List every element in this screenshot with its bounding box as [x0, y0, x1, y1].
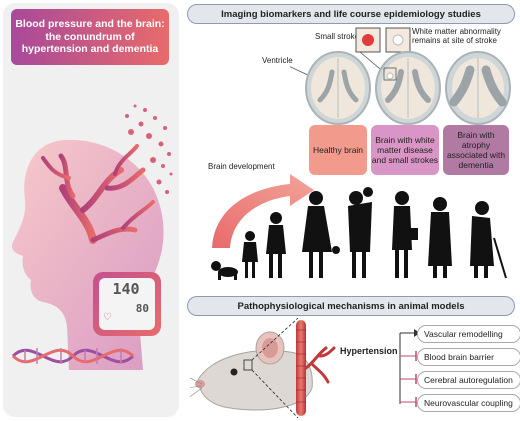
stage-white-matter-disease: Brain with white matter disease and smal… [371, 125, 439, 175]
brain-development-arrow [212, 174, 314, 248]
mechanism-cerebral-autoregulation: Cerebral autoregulation [417, 371, 520, 389]
brain-development-label: Brain development [208, 162, 275, 171]
atrophy-brain-scan [445, 51, 511, 125]
title-text: Blood pressure and the brain: the conund… [15, 18, 165, 56]
dna-helix-icon [11, 348, 135, 364]
brain-scans [290, 27, 511, 125]
life-course-silhouettes [211, 187, 507, 280]
brain-tree [41, 144, 155, 244]
mechanism-connectors [399, 329, 420, 407]
title-box: Blood pressure and the brain: the conund… [11, 9, 169, 65]
rat-illustration [190, 331, 313, 411]
white-matter-note: White matter abnormality remains at site… [412, 27, 501, 45]
blood-vessel-illustration [296, 320, 336, 416]
stage-healthy-brain: Healthy brain [309, 125, 367, 175]
middle-aged-woman-silhouette [428, 197, 452, 278]
left-illustration [11, 104, 173, 370]
adult-woman-silhouette [392, 191, 418, 278]
white-matter-disease-brain-scan [375, 51, 441, 125]
stage-atrophy-dementia: Brain with atrophy associated with demen… [443, 125, 509, 175]
hypertension-label: Hypertension [340, 346, 398, 356]
young-woman-silhouette [302, 191, 340, 278]
bp-monitor-icon: 140 80 ♡ [93, 272, 161, 336]
elderly-woman-silhouette [470, 201, 507, 279]
bp-reading-bottom: 80 [135, 302, 149, 315]
mother-with-child-silhouette [348, 187, 373, 278]
dissolving-fragments [125, 104, 173, 194]
heart-icon: ♡ [103, 312, 112, 323]
baby-silhouette [211, 261, 238, 280]
mechanism-neurovascular-coupling: Neurovascular coupling [417, 394, 520, 412]
healthy-brain-scan [305, 51, 371, 125]
child-silhouette [266, 212, 286, 278]
bp-reading-top: 140 [112, 280, 140, 298]
mechanism-vascular-remodelling: Vascular remodelling [417, 325, 520, 343]
imaging-header: Imaging biomarkers and life course epide… [187, 4, 515, 24]
brain-region-highlight [243, 359, 253, 371]
toddler-silhouette [242, 231, 258, 278]
mechanism-blood-brain-barrier: Blood brain barrier [417, 348, 520, 366]
small-stroke-label: Small stroke [315, 32, 360, 41]
life-course-illustration [211, 174, 507, 280]
pathophysiology-header: Pathophysiological mechanisms in animal … [187, 296, 515, 316]
ventricle-label: Ventricle [262, 56, 293, 65]
animal-model-illustration [190, 318, 336, 418]
